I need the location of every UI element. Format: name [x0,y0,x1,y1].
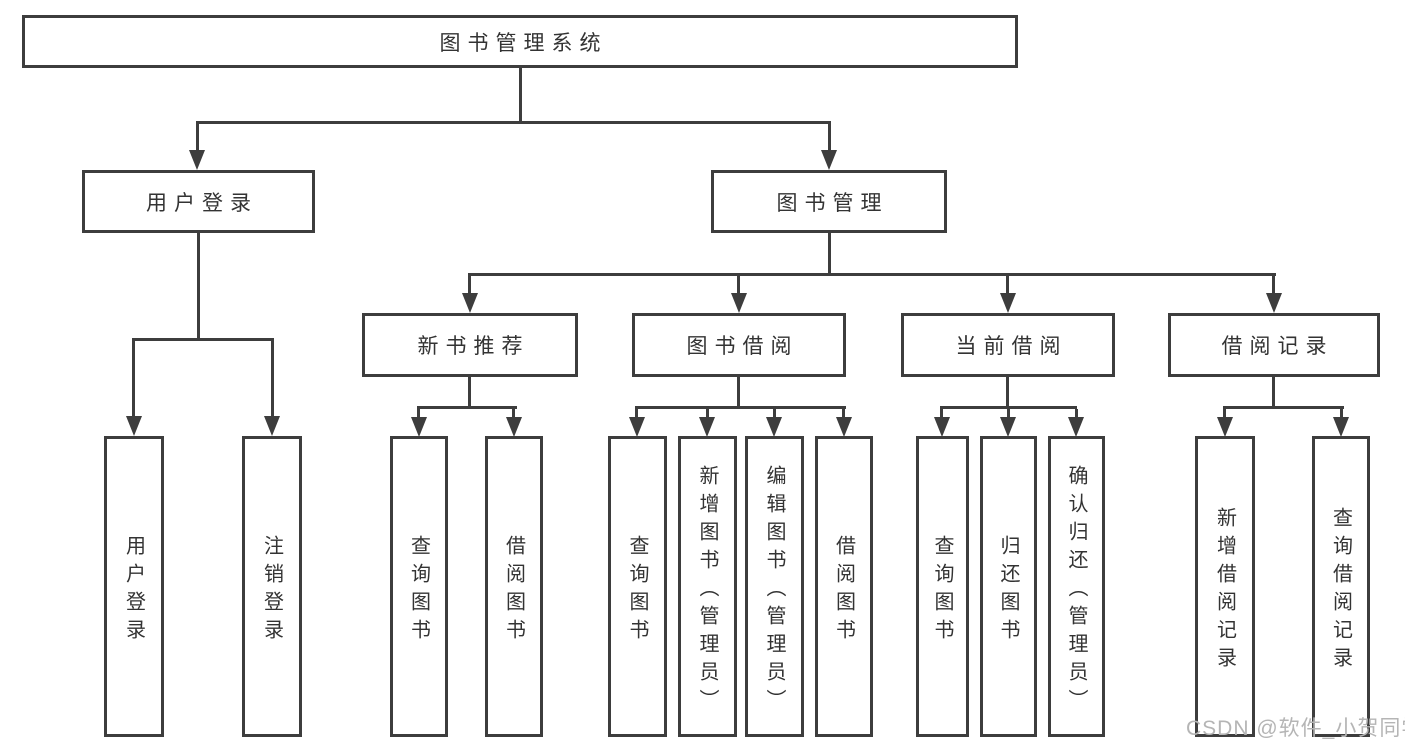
connector-line [1006,377,1009,406]
arrowhead [126,416,142,436]
connector-line [1007,409,1010,418]
connector-line [1223,406,1344,409]
node-label: 查询借阅记录 [1329,506,1352,675]
arrowhead [934,417,950,437]
node-label: 图书借阅 [686,335,799,358]
arrowhead [766,417,782,437]
connector-line [132,338,274,341]
connector-line [842,409,845,418]
node-confirm-return-admin: 确认归还（管理员） [1048,436,1105,737]
arrowhead [1333,417,1349,437]
connector-line [635,409,638,418]
connector-line [196,124,199,152]
connector-line [132,341,135,417]
connector-line [468,273,1276,276]
connector-line [197,233,200,338]
node-label: 图书管理 [776,191,889,215]
connector-line [196,121,831,124]
node-label: 借阅记录 [1221,335,1334,358]
arrowhead [1000,417,1016,437]
arrowhead [1000,293,1016,313]
arrowhead [411,417,427,437]
arrowhead [629,417,645,437]
node-label: 新书推荐 [417,335,530,358]
node-query-borrow-record: 查询借阅记录 [1312,436,1370,737]
arrowhead [264,416,280,436]
arrowhead [462,293,478,313]
node-add-borrow-record: 新增借阅记录 [1195,436,1255,737]
node-label: 查询图书 [626,534,648,647]
node-book-management: 图书管理 [711,170,947,233]
node-current-borrow: 当前借阅 [901,313,1115,377]
connector-line [417,406,517,409]
arrowhead [189,150,205,170]
node-label: 归还图书 [997,534,1019,647]
csdn-watermark: CSDN @软件_小贺同学 [1186,717,1405,740]
connector-line [468,377,471,406]
connector-line [940,406,1077,409]
node-return-books: 归还图书 [980,436,1037,737]
node-label: 图书管理系统 [439,31,608,55]
connector-line [1006,276,1009,294]
node-borrow-records: 借阅记录 [1168,313,1380,377]
connector-line [271,341,274,417]
node-user-login-leaf: 用户登录 [104,436,164,737]
arrowhead [1266,293,1282,313]
node-label: 注销登录 [260,534,283,647]
connector-line [940,409,943,418]
arrowhead [821,150,837,170]
connector-line [1340,409,1343,418]
node-query-books-recommend: 查询图书 [390,436,448,737]
connector-line [828,233,831,273]
connector-line [468,276,471,294]
node-edit-book-admin: 编辑图书（管理员） [745,436,804,737]
connector-line [737,276,740,294]
node-book-borrow: 图书借阅 [632,313,846,377]
node-label: 用户登录 [146,191,258,215]
node-library-system: 图书管理系统 [22,15,1018,68]
node-query-books-borrow: 查询图书 [608,436,667,737]
node-add-book-admin: 新增图书（管理员） [678,436,737,737]
node-label: 查询图书 [931,534,953,647]
node-borrow-books-recommend: 借阅图书 [485,436,543,737]
connector-line [519,68,522,121]
connector-line [1075,409,1078,418]
node-query-books-current: 查询图书 [916,436,969,737]
node-label: 确认归还（管理员） [1065,464,1087,717]
arrowhead [506,417,522,437]
connector-line [773,409,776,418]
arrowhead [699,417,715,437]
node-label: 查询图书 [407,534,430,647]
node-label: 借阅图书 [832,534,855,647]
node-label: 用户登录 [122,534,145,647]
connector-line [1223,409,1226,418]
arrowhead [836,417,852,437]
connector-line [635,406,846,409]
arrowhead [1068,417,1084,437]
arrowhead [1217,417,1233,437]
node-label: 新增图书（管理员） [696,464,718,717]
connector-line [706,409,709,418]
connector-line [1272,377,1275,406]
node-new-book-recommend: 新书推荐 [362,313,578,377]
node-label: 借阅图书 [502,534,525,647]
node-label: 新增借阅记录 [1213,506,1236,675]
connector-line [417,409,420,418]
node-label: 当前借阅 [955,335,1068,358]
arrowhead [731,293,747,313]
connector-line [512,409,515,418]
node-logout: 注销登录 [242,436,302,737]
connector-line [1272,276,1275,294]
node-label: 编辑图书（管理员） [763,464,785,717]
connector-line [737,377,740,406]
node-borrow-books-leaf: 借阅图书 [815,436,873,737]
connector-line [828,124,831,152]
node-user-login: 用户登录 [82,170,315,233]
